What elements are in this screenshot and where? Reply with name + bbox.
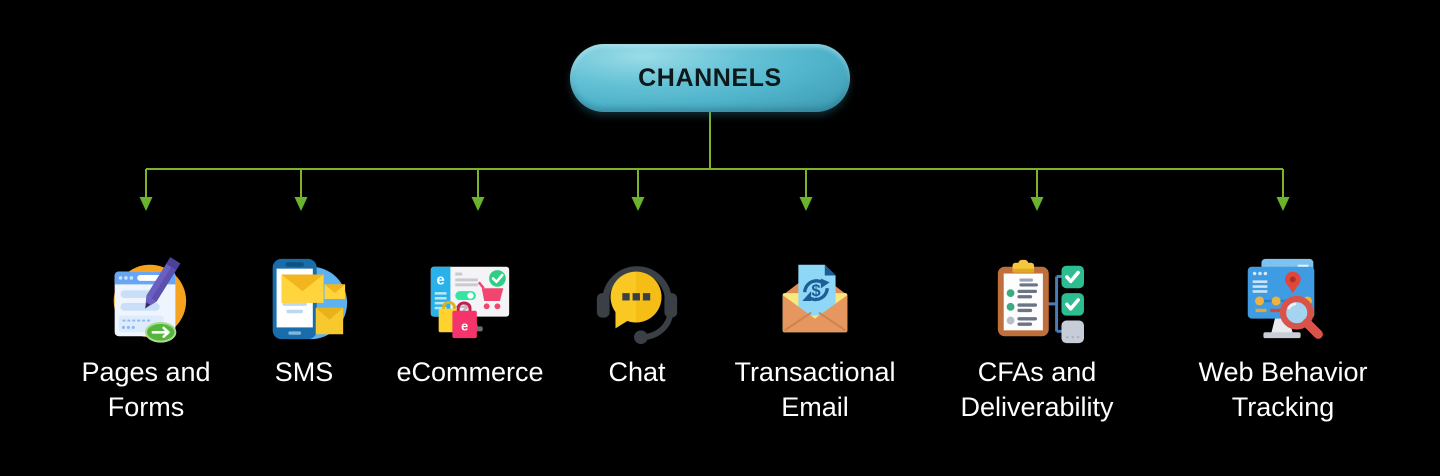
root-node-channels: CHANNELS: [570, 44, 850, 112]
svg-text:e: e: [461, 318, 468, 333]
channel-node-web-behavior-tracking: Web Behavior Tracking: [1163, 252, 1403, 425]
channel-node-sms: SMS: [184, 252, 424, 390]
channel-node-ecommerce: e e e: [350, 252, 590, 390]
web-tracking-magnifier-icon: [1236, 252, 1330, 346]
channel-node-pages-and-forms: Pages and Forms: [26, 252, 266, 425]
checklist-deliverability-icon: [990, 252, 1084, 346]
channel-label: Web Behavior Tracking: [1198, 357, 1368, 422]
channel-node-cfas-and-deliverability: CFAs and Deliverability: [917, 252, 1157, 425]
channel-label: Chat: [608, 357, 666, 387]
channel-label: eCommerce: [396, 357, 544, 387]
root-node-label: CHANNELS: [638, 63, 782, 92]
form-pen-icon: [99, 252, 193, 346]
channel-node-transactional-email: $ Transactional Email: [695, 252, 935, 425]
headset-chat-bubble-icon: [590, 252, 684, 346]
ecommerce-store-icon: e e: [423, 252, 517, 346]
channel-label: CFAs and Deliverability: [960, 357, 1114, 422]
svg-text:$: $: [811, 281, 821, 300]
email-dollar-sync-icon: $: [768, 252, 862, 346]
channel-label: Transactional Email: [734, 357, 896, 422]
svg-text:e: e: [437, 272, 445, 288]
phone-messages-icon: [257, 252, 351, 346]
arrow-down-icons: [139, 169, 1290, 211]
channel-label: Pages and Forms: [81, 357, 211, 422]
channel-label: SMS: [274, 357, 334, 387]
channel-node-chat: Chat: [517, 252, 757, 390]
